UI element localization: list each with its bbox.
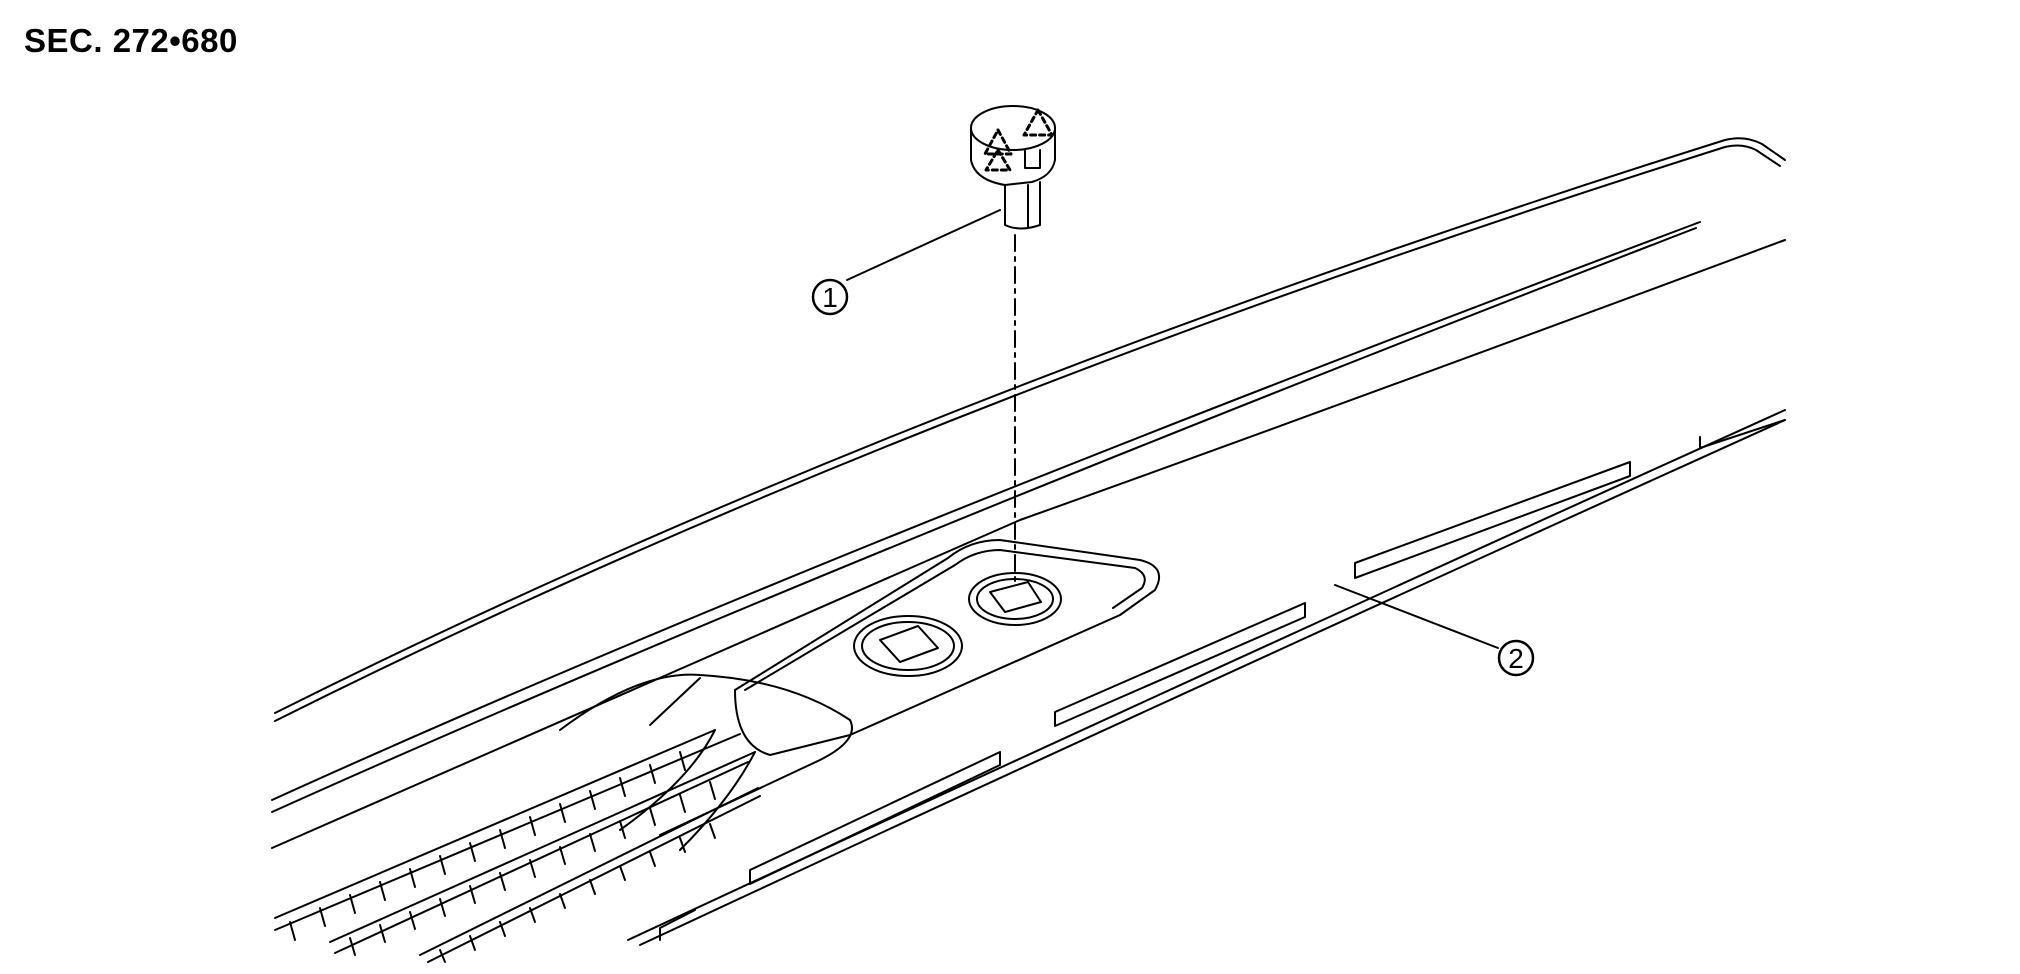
callout-2: 2 <box>1497 639 1535 677</box>
panel-raised-pad <box>734 539 1160 756</box>
section-code-label: SEC. 272•680 <box>24 22 238 59</box>
vent-recess-inner <box>649 677 701 726</box>
leader-line-1 <box>846 209 1001 281</box>
panel-raised-pad-inner <box>744 549 1146 691</box>
callout-1-number: 1 <box>822 282 838 313</box>
panel-tab-4 <box>749 751 1001 885</box>
leader-line-2 <box>1334 584 1499 649</box>
clip-part <box>970 105 1056 230</box>
clip-shank <box>1004 181 1041 230</box>
vent-recess <box>559 673 853 836</box>
panel-part <box>271 137 1786 963</box>
panel-inner-contour <box>271 221 1701 801</box>
panel-body-line <box>271 239 1786 849</box>
panel-tab-5 <box>659 909 696 941</box>
panel-front-edge-2 <box>639 419 1786 946</box>
clip-head-top <box>970 105 1056 151</box>
panel-inner-contour-2 <box>271 227 1697 813</box>
panel-tab-1 <box>1699 419 1786 449</box>
triangle-symbol-icon <box>983 108 1054 172</box>
panel-tab-3 <box>1054 602 1306 727</box>
panel-top-edge-inner <box>274 144 1781 722</box>
hole-2 <box>853 615 963 677</box>
vent-louvres <box>274 729 761 963</box>
clip-slot <box>1024 149 1041 169</box>
clip-head-side <box>970 127 1056 186</box>
panel-tab-2 <box>1354 461 1631 579</box>
callout-1: 1 <box>811 278 849 316</box>
callout-2-number: 2 <box>1508 643 1524 674</box>
panel-top-edge <box>274 137 1786 714</box>
